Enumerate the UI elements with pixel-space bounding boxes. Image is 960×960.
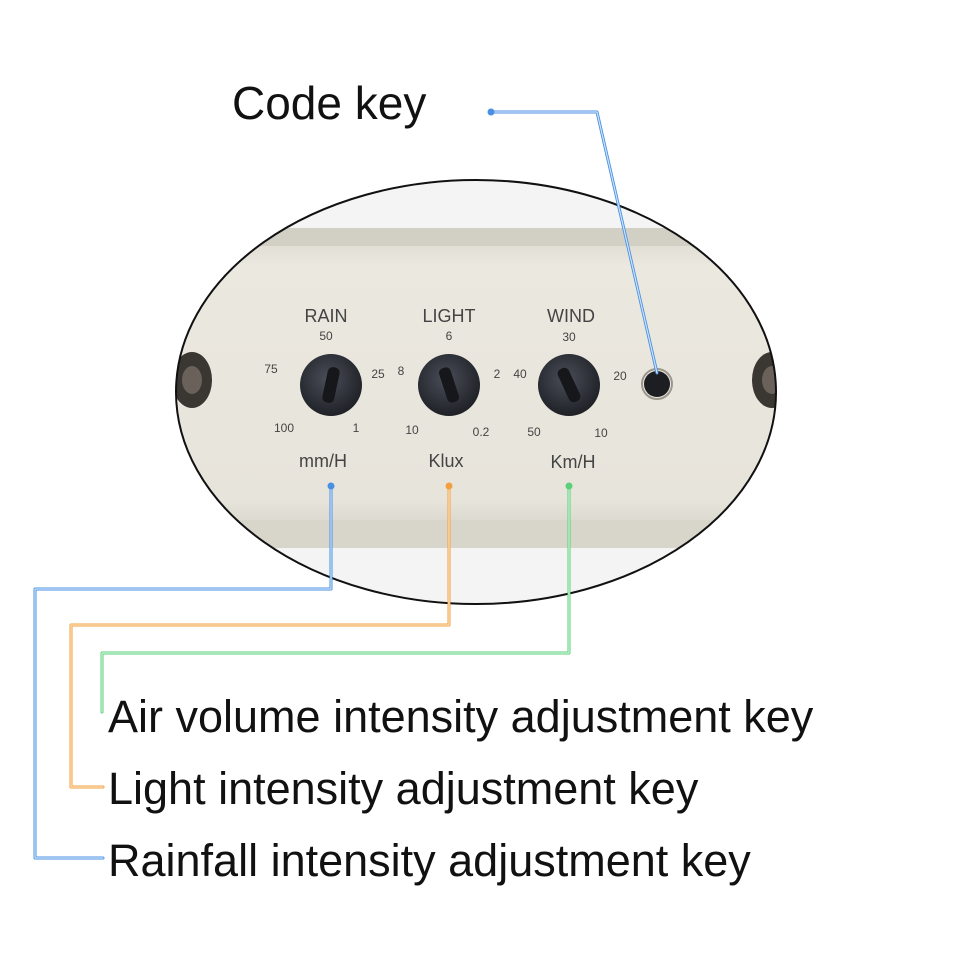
air-volume-label: Air volume intensity adjustment key — [108, 691, 814, 742]
wind-tick-right: 20 — [613, 369, 627, 383]
wind-dial[interactable] — [538, 354, 600, 416]
light-intensity-label: Light intensity adjustment key — [108, 763, 699, 814]
rain-tick-right: 25 — [371, 367, 385, 381]
light-tick-top: 6 — [446, 329, 453, 343]
wind-tick-top: 30 — [562, 330, 576, 344]
rain-unit: mm/H — [299, 451, 347, 471]
device-panel — [176, 228, 776, 548]
code-key-button-icon[interactable] — [644, 371, 670, 397]
wind-tick-bottom-left: 50 — [527, 425, 541, 439]
light-tick-left: 8 — [398, 364, 405, 378]
light-title: LIGHT — [422, 306, 475, 326]
rain-title: RAIN — [304, 306, 347, 326]
wind-tick-left: 40 — [513, 367, 527, 381]
rain-leader-dot — [327, 482, 335, 490]
wind-tick-bottom-right: 10 — [594, 426, 608, 440]
light-tick-right: 2 — [494, 367, 501, 381]
rain-tick-bottom-left: 100 — [274, 421, 294, 435]
light-leader-dot — [445, 482, 453, 490]
device-photo: RAIN 50 75 25 100 1 mm/H LIGHT 6 8 2 10 … — [176, 180, 776, 604]
wind-leader-dot — [565, 482, 573, 490]
rain-tick-top: 50 — [319, 329, 333, 343]
rain-dial[interactable] — [300, 354, 362, 416]
code-key-label: Code key — [232, 77, 427, 129]
wind-title: WIND — [547, 306, 595, 326]
light-unit: Klux — [428, 451, 463, 471]
light-tick-bottom-right: 0.2 — [473, 425, 490, 439]
rain-tick-left: 75 — [264, 362, 278, 376]
light-dial[interactable] — [418, 354, 480, 416]
rain-tick-bottom-right: 1 — [353, 421, 360, 435]
zoom-ellipse — [175, 179, 777, 605]
light-tick-bottom-left: 10 — [405, 423, 419, 437]
code-key-leader-dot — [487, 108, 495, 116]
rainfall-intensity-label: Rainfall intensity adjustment key — [108, 835, 751, 886]
wind-unit: Km/H — [551, 452, 596, 472]
